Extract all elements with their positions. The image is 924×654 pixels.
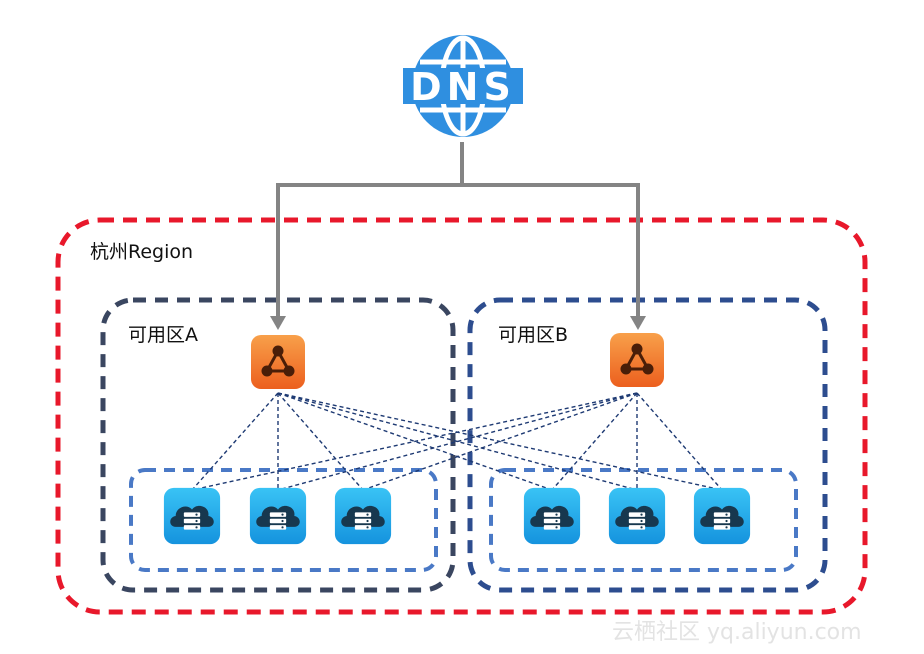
globe-dns-icon: DNS xyxy=(403,35,523,137)
load-balancer-icon xyxy=(609,332,665,388)
cloud-server-icon xyxy=(608,487,666,545)
arrow-head-zone-a xyxy=(270,316,286,330)
cloud-server-icon xyxy=(523,487,581,545)
cloud-server-icon xyxy=(334,487,392,545)
lb-server-links xyxy=(191,392,723,491)
dns-connector xyxy=(276,142,640,318)
zone-b-server-group xyxy=(489,468,798,572)
region-label: 杭州Region xyxy=(90,241,194,263)
zone-a-label: 可用区A xyxy=(128,324,198,346)
watermark: 云栖社区 yq.aliyun.com xyxy=(612,620,862,645)
region-container xyxy=(55,217,868,615)
dns-label: DNS xyxy=(410,65,516,109)
cloud-server-icon xyxy=(163,487,221,545)
zone-b-label: 可用区B xyxy=(498,324,569,346)
zone-a-server-group xyxy=(129,468,438,572)
arrow-head-zone-b xyxy=(630,316,646,330)
load-balancer-icon xyxy=(250,334,306,390)
cloud-server-icon xyxy=(693,487,751,545)
cloud-server-icon xyxy=(249,487,307,545)
